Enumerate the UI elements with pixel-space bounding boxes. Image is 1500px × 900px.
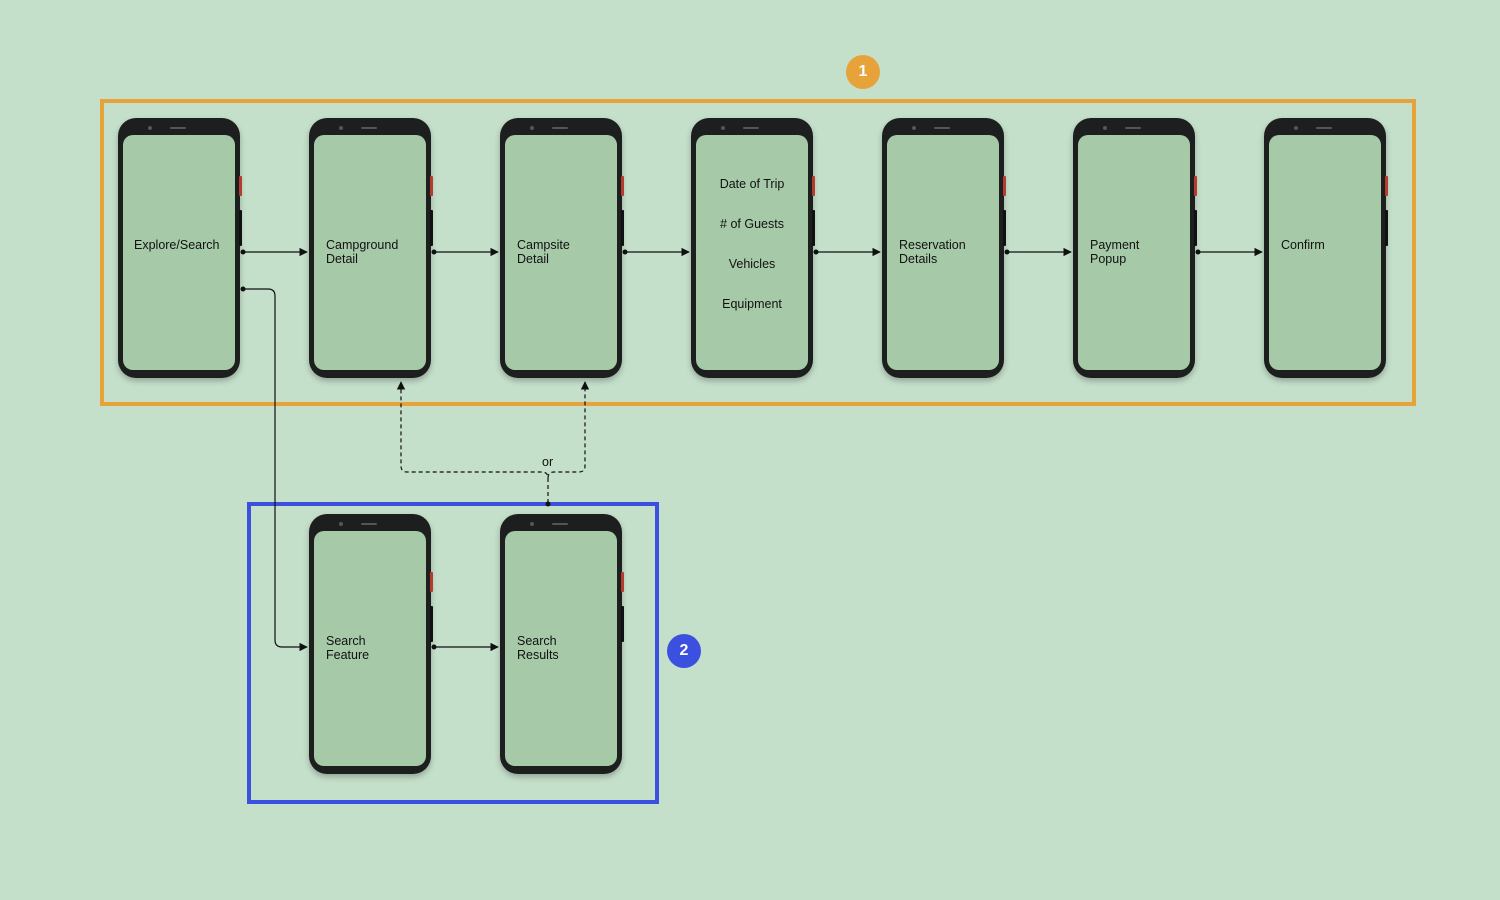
phone-payment-popup: Payment Popup xyxy=(1073,118,1197,378)
group-1-badge: 1 xyxy=(846,55,880,89)
side-button-icon xyxy=(1003,210,1006,246)
side-button-icon xyxy=(812,210,815,246)
side-button-icon xyxy=(239,210,242,246)
camera-icon xyxy=(530,522,534,526)
camera-icon xyxy=(721,126,725,130)
camera-icon xyxy=(148,126,152,130)
or-label: or xyxy=(542,455,554,469)
side-button-icon xyxy=(430,176,433,196)
screen-label-payment-popup: Payment Popup xyxy=(1090,238,1140,266)
speaker-icon xyxy=(1316,127,1332,129)
camera-icon xyxy=(912,126,916,130)
speaker-icon xyxy=(170,127,186,129)
screen-label-search-results: Search Results xyxy=(517,634,559,662)
phone-trip-details: Date of Trip # of Guests Vehicles Equipm… xyxy=(691,118,815,378)
camera-icon xyxy=(339,522,343,526)
side-button-icon xyxy=(430,210,433,246)
screen-label-vehicles: Vehicles xyxy=(728,257,776,271)
phone-reservation-details: Reservation Details xyxy=(882,118,1006,378)
camera-icon xyxy=(339,126,343,130)
screen-label-confirm: Confirm xyxy=(1281,238,1325,252)
phone-campground-detail: Campground Detail xyxy=(309,118,433,378)
phone-campsite-detail: Campsite Detail xyxy=(500,118,624,378)
screen-label-guests: # of Guests xyxy=(720,217,784,231)
side-button-icon xyxy=(239,176,242,196)
side-button-icon xyxy=(621,606,624,642)
phone-screen: Date of Trip # of Guests Vehicles Equipm… xyxy=(696,135,808,370)
side-button-icon xyxy=(621,176,624,196)
screen-label-campground-detail: Campground Detail xyxy=(326,238,399,266)
phone-screen: Confirm xyxy=(1269,135,1381,370)
screen-label-reservation-details: Reservation Details xyxy=(899,238,966,266)
side-button-icon xyxy=(430,572,433,592)
side-button-icon xyxy=(1385,210,1388,246)
screen-label-campsite-detail: Campsite Detail xyxy=(517,238,570,266)
phone-screen: Payment Popup xyxy=(1078,135,1190,370)
phone-confirm: Confirm xyxy=(1264,118,1388,378)
camera-icon xyxy=(530,126,534,130)
speaker-icon xyxy=(552,523,568,525)
main-flow-group xyxy=(100,99,1416,406)
phone-screen: Explore/Search xyxy=(123,135,235,370)
side-button-icon xyxy=(430,606,433,642)
side-button-icon xyxy=(1194,176,1197,196)
side-button-icon xyxy=(1385,176,1388,196)
speaker-icon xyxy=(552,127,568,129)
side-button-icon xyxy=(1003,176,1006,196)
camera-icon xyxy=(1294,126,1298,130)
screen-label-explore-search: Explore/Search xyxy=(134,238,220,252)
phone-screen: Search Feature xyxy=(314,531,426,766)
side-button-icon xyxy=(621,210,624,246)
phone-screen: Search Results xyxy=(505,531,617,766)
search-flow-group xyxy=(247,502,659,804)
side-button-icon xyxy=(1194,210,1197,246)
speaker-icon xyxy=(743,127,759,129)
phone-screen: Reservation Details xyxy=(887,135,999,370)
side-button-icon xyxy=(621,572,624,592)
screen-label-date-of-trip: Date of Trip xyxy=(719,177,785,191)
phone-screen: Campsite Detail xyxy=(505,135,617,370)
screen-label-equipment: Equipment xyxy=(722,297,782,311)
speaker-icon xyxy=(361,523,377,525)
speaker-icon xyxy=(1125,127,1141,129)
speaker-icon xyxy=(934,127,950,129)
phone-search-results: Search Results xyxy=(500,514,624,774)
screen-label-search-feature: Search Feature xyxy=(326,634,370,662)
camera-icon xyxy=(1103,126,1107,130)
phone-search-feature: Search Feature xyxy=(309,514,433,774)
phone-explore-search: Explore/Search xyxy=(118,118,242,378)
speaker-icon xyxy=(361,127,377,129)
phone-screen: Campground Detail xyxy=(314,135,426,370)
side-button-icon xyxy=(812,176,815,196)
group-2-badge: 2 xyxy=(667,634,701,668)
